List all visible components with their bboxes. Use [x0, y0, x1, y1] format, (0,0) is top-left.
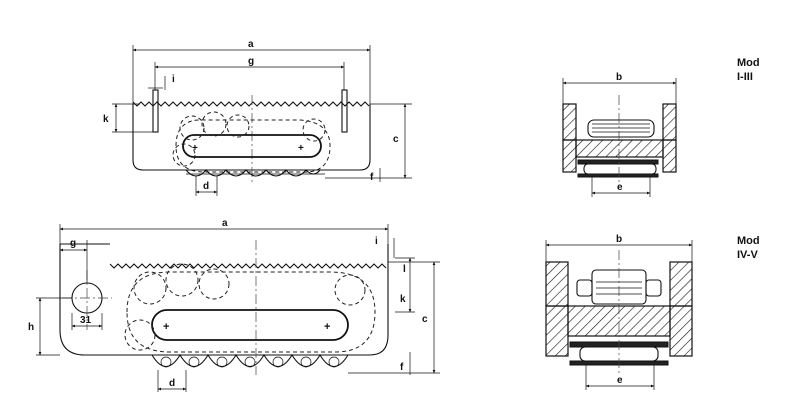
section-top-lower-roller: [583, 163, 657, 175]
section-top-dim-b: b: [616, 72, 622, 83]
bottom-dim-i: i: [375, 236, 378, 247]
top-side-view: + + a g i k c f: [103, 39, 412, 196]
top-pin-left: [152, 89, 159, 133]
top-dim-f: f: [370, 172, 374, 183]
bottom-roller-chain: [126, 271, 376, 353]
bottom-dim-c: c: [422, 314, 428, 325]
top-dim-g: g: [248, 56, 254, 67]
section-bottom-model-line2: IV-V: [737, 249, 758, 261]
svg-text:+: +: [192, 143, 198, 154]
bottom-serrated-edge: [109, 263, 387, 269]
section-top-model-line2: I-III: [737, 71, 753, 83]
top-dim-i: i: [172, 74, 175, 85]
top-track-slot: [182, 134, 322, 158]
svg-text:+: +: [324, 321, 330, 333]
section-mod-iv-v: b e Mod IV-V: [545, 234, 760, 390]
bottom-dim-d: d: [169, 378, 175, 389]
top-dim-k: k: [103, 114, 109, 125]
section-mod-i-iii: b e Mod I-III: [562, 57, 760, 197]
section-top-dim-e: e: [617, 182, 623, 193]
section-bottom-dim-e: e: [617, 375, 623, 386]
bottom-dim-k: k: [400, 294, 406, 305]
top-bottom-rollers: [185, 169, 321, 177]
bottom-dim-h: h: [28, 322, 34, 333]
top-dim-a: a: [248, 39, 254, 50]
bottom-side-view: + + a g i h: [28, 218, 440, 392]
bottom-track-slot: [151, 309, 349, 341]
top-dim-d: d: [203, 181, 209, 192]
top-roller-chain: [175, 119, 331, 173]
section-bottom-model-line1: Mod: [737, 235, 760, 247]
bottom-dim-a: a: [222, 218, 228, 229]
svg-text:+: +: [298, 143, 304, 154]
bottom-dim-g: g: [70, 238, 76, 249]
section-top-plate: [575, 139, 664, 158]
bottom-rollers: [151, 353, 349, 368]
top-serrated-edge: [132, 101, 370, 107]
svg-text:+: +: [163, 321, 169, 333]
top-body-outline: [132, 104, 371, 171]
section-top-model-line1: Mod: [737, 57, 760, 69]
section-bottom-dim-b: b: [616, 234, 622, 245]
bottom-dim-31: 31: [80, 315, 92, 326]
section-top-upper-roller: [587, 119, 655, 138]
bottom-dim-f: f: [400, 362, 404, 373]
bottom-dim-l: l: [403, 264, 406, 275]
top-dim-c: c: [393, 134, 399, 145]
top-pin-right: [341, 89, 348, 133]
bottom-body-outline: [59, 244, 389, 356]
